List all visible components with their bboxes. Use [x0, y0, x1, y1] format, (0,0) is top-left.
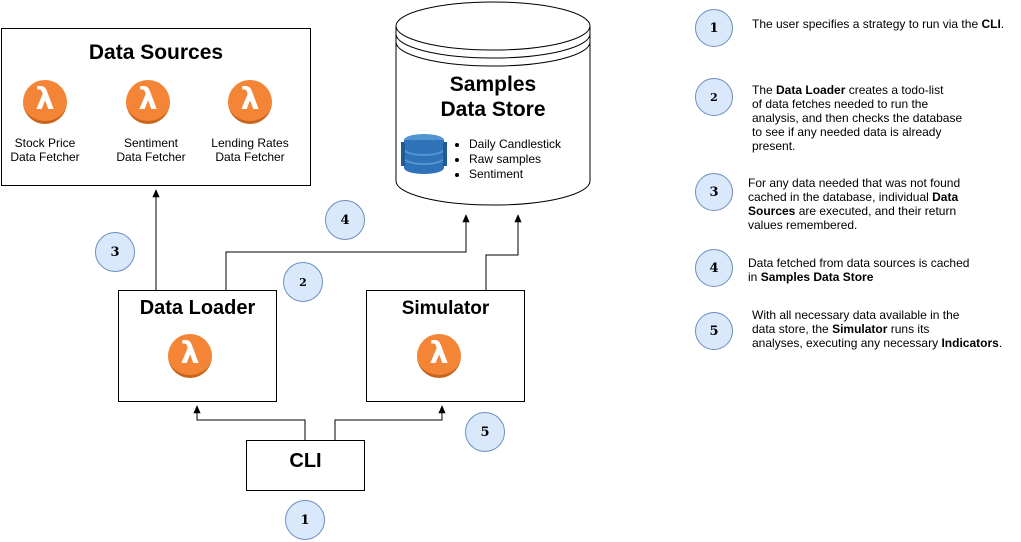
arrow-cli-to-simulator	[334, 405, 446, 440]
samples-store-contents: Daily Candlestick Raw samples Sentiment	[455, 137, 561, 182]
lending-rates-fetcher-label: Lending Rates Data Fetcher	[211, 136, 289, 164]
legend-step-2-text: The Data Loader creates a todo-list of d…	[752, 83, 963, 153]
arrow-simulator-to-store	[485, 214, 522, 290]
legend-step-4-marker: 4	[695, 249, 733, 287]
legend-step-3-marker: 3	[695, 173, 733, 211]
lending-rates-lambda-icon: λ	[228, 80, 272, 124]
data-sources-box: Data Sources λ Stock Price Data Fetcher …	[1, 28, 311, 186]
legend-step-2-marker: 2	[695, 78, 733, 116]
store-item: Raw samples	[469, 152, 561, 167]
samples-store-title: Samples Data Store	[440, 73, 546, 121]
sentiment-fetcher-label: Sentiment Data Fetcher	[116, 136, 186, 164]
legend-step-3-text: For any data needed that was not found c…	[748, 176, 961, 232]
step-4-marker: 4	[325, 200, 365, 240]
legend-step-5-text: With all necessary data available in the…	[752, 308, 1003, 350]
simulator-box: Simulator λ	[366, 290, 525, 402]
data-loader-title: Data Loader	[139, 297, 256, 319]
data-loader-lambda-icon: λ	[168, 334, 212, 378]
step-3-marker: 3	[95, 232, 135, 272]
sentiment-lambda-icon: λ	[126, 80, 170, 124]
stock-price-lambda-icon: λ	[23, 80, 67, 124]
step-1-marker: 1	[285, 500, 325, 540]
arrow-loader-to-store	[225, 214, 470, 290]
legend-step-4-text: Data fetched from data sources is cached…	[748, 256, 970, 284]
cli-box: CLI	[246, 440, 365, 491]
legend-step-1-marker: 1	[695, 9, 733, 47]
database-icon	[401, 134, 447, 174]
legend-step-5-marker: 5	[695, 312, 733, 350]
legend-step-1-text: The user specifies a strategy to run via…	[752, 17, 1005, 31]
step-2-marker: 2	[283, 262, 323, 302]
cli-title: CLI	[289, 450, 322, 472]
arrow-cli-to-loader	[193, 405, 306, 440]
simulator-title: Simulator	[401, 298, 490, 319]
store-item: Sentiment	[469, 167, 561, 182]
data-loader-box: Data Loader λ	[118, 290, 277, 402]
data-sources-title: Data Sources	[88, 41, 224, 64]
step-5-marker: 5	[465, 412, 505, 452]
stock-price-fetcher-label: Stock Price Data Fetcher	[10, 136, 80, 164]
simulator-lambda-icon: λ	[417, 334, 461, 378]
store-item: Daily Candlestick	[469, 137, 561, 152]
